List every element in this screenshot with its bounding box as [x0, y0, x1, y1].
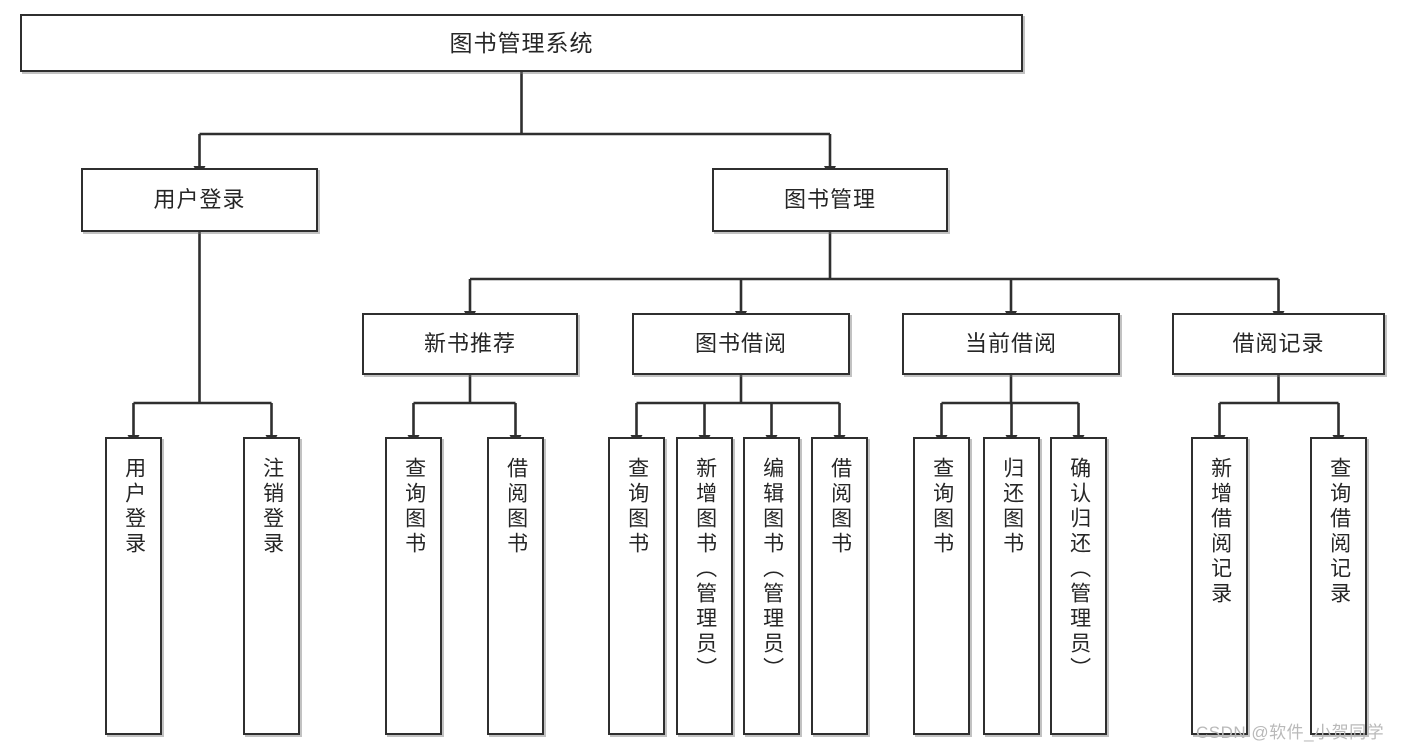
node-label: 归还图书 [1000, 457, 1024, 557]
node-label: 编辑图书（管理员） [760, 457, 784, 682]
node-label: 查询图书 [625, 457, 649, 557]
node-user-login[interactable]: 用户登录 [81, 168, 318, 232]
node-label: 图书借阅 [694, 331, 787, 357]
node-label: 查询借阅记录 [1327, 457, 1351, 607]
node-leaf-13[interactable]: 查询借阅记录 [1310, 437, 1367, 735]
node-label: 用户登录 [153, 187, 246, 213]
watermark-text: CSDN @软件_小贺同学 [1196, 723, 1385, 742]
node-leaf-2[interactable]: 注销登录 [243, 437, 300, 735]
node-label: 图书管理系统 [449, 29, 594, 56]
node-label: 借阅图书 [828, 457, 852, 557]
node-leaf-12[interactable]: 新增借阅记录 [1191, 437, 1248, 735]
node-leaf-3[interactable]: 查询图书 [385, 437, 442, 735]
node-label: 借阅图书 [504, 457, 528, 557]
node-root[interactable]: 图书管理系统 [20, 14, 1023, 72]
node-leaf-1[interactable]: 用户登录 [105, 437, 162, 735]
node-new-books[interactable]: 新书推荐 [362, 313, 578, 375]
node-borrow[interactable]: 图书借阅 [632, 313, 850, 375]
node-leaf-8[interactable]: 借阅图书 [811, 437, 868, 735]
node-leaf-9[interactable]: 查询图书 [913, 437, 970, 735]
node-label: 当前借阅 [964, 331, 1057, 357]
node-label: 新书推荐 [423, 331, 516, 357]
node-label: 新增图书（管理员） [693, 457, 717, 682]
node-leaf-10[interactable]: 归还图书 [983, 437, 1040, 735]
node-label: 新增借阅记录 [1208, 457, 1232, 607]
node-label: 借阅记录 [1232, 331, 1325, 357]
node-leaf-7[interactable]: 编辑图书（管理员） [743, 437, 800, 735]
node-label: 注销登录 [260, 457, 284, 557]
node-current[interactable]: 当前借阅 [902, 313, 1120, 375]
node-leaf-4[interactable]: 借阅图书 [487, 437, 544, 735]
node-label: 查询图书 [402, 457, 426, 557]
node-leaf-11[interactable]: 确认归还（管理员） [1050, 437, 1107, 735]
node-label: 确认归还（管理员） [1067, 457, 1091, 682]
node-label: 用户登录 [122, 457, 146, 557]
node-label: 查询图书 [930, 457, 954, 557]
node-leaf-6[interactable]: 新增图书（管理员） [676, 437, 733, 735]
node-label: 图书管理 [783, 187, 876, 213]
node-leaf-5[interactable]: 查询图书 [608, 437, 665, 735]
node-book-mgmt[interactable]: 图书管理 [712, 168, 948, 232]
node-records[interactable]: 借阅记录 [1172, 313, 1385, 375]
